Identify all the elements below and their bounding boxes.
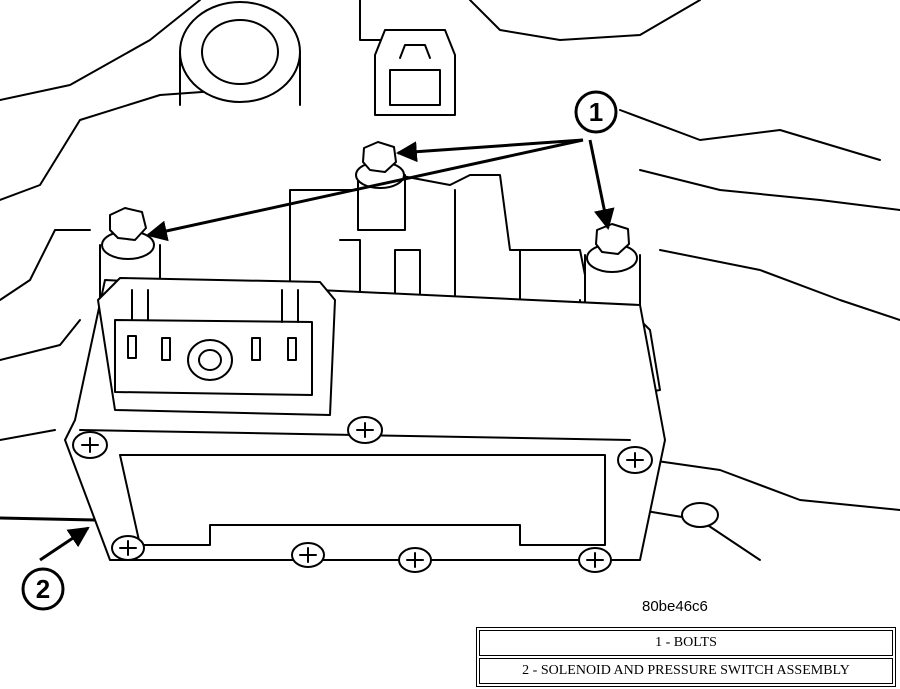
legend-table: 1 - BOLTS 2 - SOLENOID AND PRESSURE SWIT… (476, 627, 896, 687)
callout-2-number: 2 (36, 574, 50, 604)
callout-2-leaders (0, 516, 96, 562)
transmission-case-outline (0, 0, 900, 561)
bolt-center (355, 141, 405, 189)
callout-1: 1 (574, 90, 618, 134)
bolt-left (101, 207, 155, 260)
cover-screws (72, 416, 653, 573)
callout-2: 2 (21, 567, 65, 611)
callout-1-number: 1 (589, 97, 603, 127)
case-boss (179, 1, 301, 106)
bolt-boss-center (357, 174, 406, 231)
bolt-right (586, 223, 638, 273)
legend-row-bolts: 1 - BOLTS (479, 630, 893, 656)
callout-1-leaders (145, 138, 615, 242)
legend-row-solenoid-assembly: 2 - SOLENOID AND PRESSURE SWITCH ASSEMBL… (479, 658, 893, 684)
wiring-connector (374, 29, 456, 116)
figure-id: 80be46c6 (642, 598, 708, 615)
